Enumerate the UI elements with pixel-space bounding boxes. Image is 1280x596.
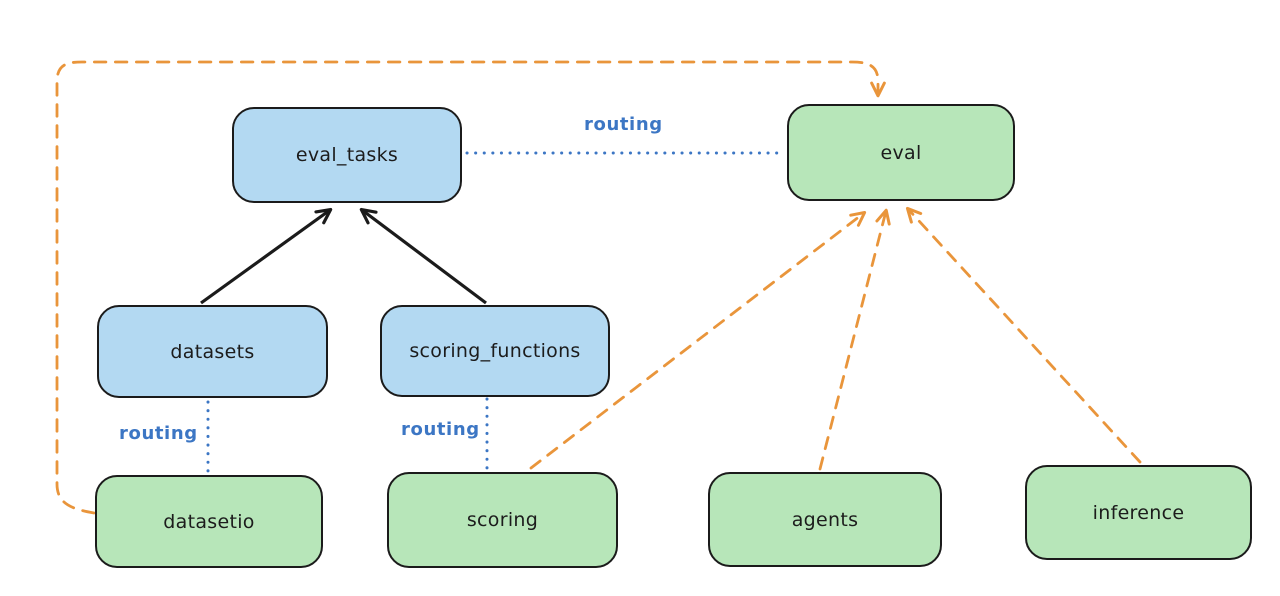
node-eval-label: eval xyxy=(880,141,922,164)
node-scoring-functions-label: scoring_functions xyxy=(409,340,581,362)
routing-label-scoring-functions-scoring: routing xyxy=(401,419,480,440)
edge-scoring-to-eval xyxy=(529,211,867,470)
edge-datasets-to-eval-tasks xyxy=(200,207,333,305)
node-agents-label: agents xyxy=(791,508,859,531)
edge-agents-to-eval xyxy=(818,208,891,471)
node-eval-tasks-label: eval_tasks xyxy=(295,144,399,166)
node-datasets-label: datasets xyxy=(170,340,255,363)
node-datasetio: datasetio xyxy=(95,475,323,568)
edge-scoring-functions-to-eval-tasks xyxy=(359,207,487,305)
node-scoring-label: scoring xyxy=(466,509,539,531)
node-datasetio-label: datasetio xyxy=(163,510,255,533)
node-scoring-functions: scoring_functions xyxy=(380,305,610,397)
node-scoring: scoring xyxy=(387,472,618,568)
edge-inference-to-eval xyxy=(905,206,1142,464)
node-datasets: datasets xyxy=(97,305,328,398)
routing-label-eval-tasks-eval: routing xyxy=(584,114,663,135)
routing-label-datasets-datasetio: routing xyxy=(119,423,198,444)
node-inference-label: inference xyxy=(1092,501,1185,524)
node-inference: inference xyxy=(1025,465,1252,560)
node-eval-tasks: eval_tasks xyxy=(232,107,462,203)
node-eval: eval xyxy=(787,104,1015,201)
edge-datasetio-to-eval xyxy=(55,60,886,515)
node-agents: agents xyxy=(708,472,942,567)
